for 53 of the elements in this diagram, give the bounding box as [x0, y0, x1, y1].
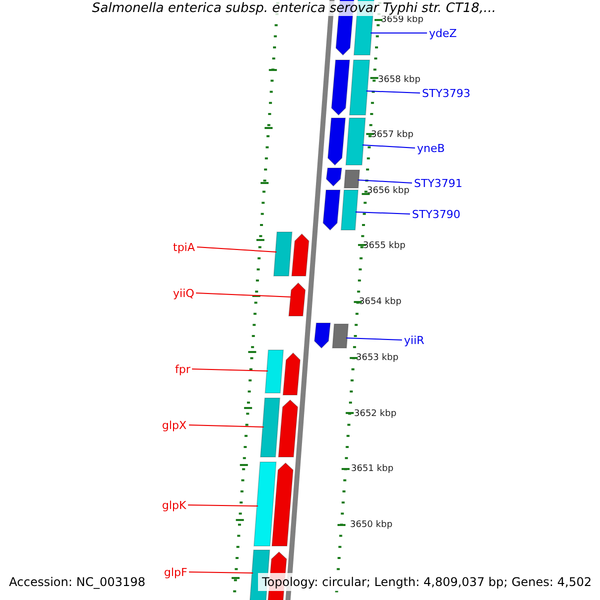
gene-label: yiiQ: [173, 288, 194, 298]
leader-line: [366, 90, 420, 94]
gene-feature: [271, 462, 294, 546]
leader-line: [357, 180, 412, 184]
scale-label: 3652 kbp: [354, 410, 396, 419]
scale-label: 3651 kbp: [351, 465, 394, 474]
scale-label: 3656 kbp: [367, 187, 410, 196]
scale-label: 3654 kbp: [359, 298, 402, 307]
gene-label: yneB: [417, 142, 445, 154]
leader-line: [192, 368, 268, 372]
gene-feature: [291, 233, 310, 276]
leader-line: [188, 504, 258, 506]
leader-line: [355, 212, 410, 214]
leader-line: [196, 292, 292, 298]
gene-feature: [326, 168, 342, 187]
gene-feature: [322, 190, 341, 231]
scale-label: 3655 kbp: [363, 242, 406, 251]
accession-text: Accession: NC_003198: [9, 576, 146, 588]
gene-feature: [345, 118, 366, 166]
leader-line: [188, 424, 264, 428]
gene-feature: [253, 462, 277, 546]
gene-feature: [278, 399, 298, 458]
gene-feature: [314, 322, 331, 349]
gene-label: fpr: [175, 364, 190, 374]
leader-line: [188, 572, 254, 574]
gene-feature: [340, 190, 359, 230]
gene-label: ydeZ: [429, 28, 457, 38]
gene-label: glpK: [162, 500, 186, 510]
scale-label: 3650 kbp: [350, 521, 392, 530]
gene-label: tpiA: [173, 242, 195, 252]
gene-label: STY3791: [414, 178, 462, 188]
gene-feature: [260, 398, 280, 458]
leader-line: [362, 144, 416, 148]
gene-feature: [264, 350, 284, 394]
gene-label: STY3790: [412, 208, 460, 220]
gene-feature: [331, 60, 350, 116]
gene-feature: [273, 232, 293, 276]
leader-line: [370, 32, 428, 34]
leader-line: [196, 246, 277, 252]
gene-feature: [349, 60, 370, 116]
gene-label: glpX: [162, 420, 187, 430]
gene-label: glpF: [164, 566, 188, 578]
gene-feature: [332, 324, 349, 348]
gene-label: STY3793: [422, 88, 470, 98]
gene-feature: [282, 352, 301, 396]
gene-feature: [344, 170, 360, 188]
scale-label: 3653 kbp: [356, 354, 398, 363]
gene-feature: [288, 282, 306, 316]
gene-label: yiiR: [404, 334, 424, 346]
leader-line: [346, 338, 402, 340]
scale-label: 3657 kbp: [371, 131, 414, 140]
scale-label: 3659 kbp: [381, 16, 424, 25]
scale-label: 3658 kbp: [378, 76, 420, 85]
